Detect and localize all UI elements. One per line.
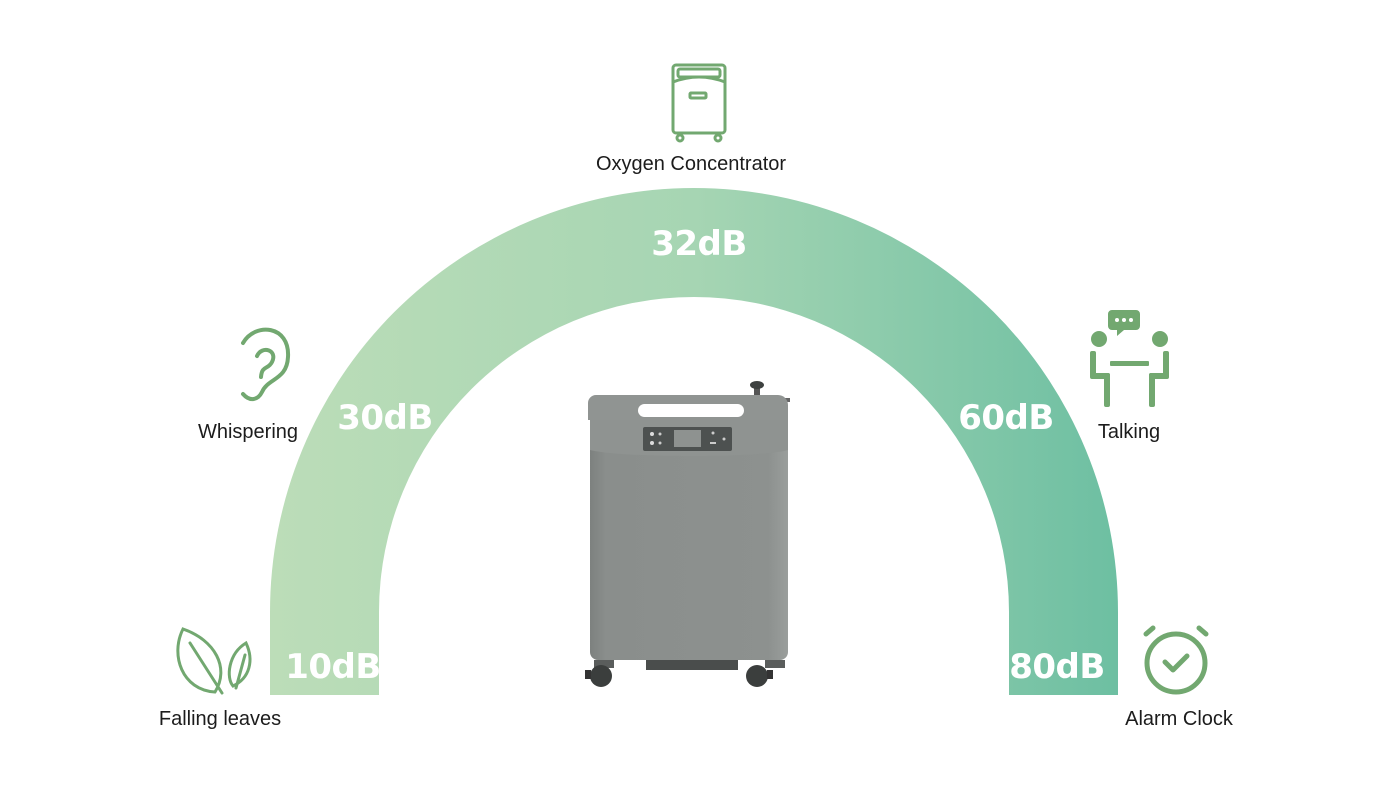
label-falling-leaves: Falling leaves [158,708,282,730]
db-value-whispering: 30dB [337,398,433,438]
db-value-falling-leaves: 10dB [285,647,381,687]
label-oxygen-concentrator: Oxygen Concentrator [595,153,787,175]
db-value-alarm-clock: 80dB [1009,647,1105,687]
label-talking: Talking [1097,421,1161,443]
db-value-talking: 60dB [958,398,1054,438]
label-alarm-clock: Alarm Clock [1125,708,1233,730]
db-value-oxygen-concentrator: 32dB [651,224,747,264]
label-whispering: Whispering [197,421,299,443]
